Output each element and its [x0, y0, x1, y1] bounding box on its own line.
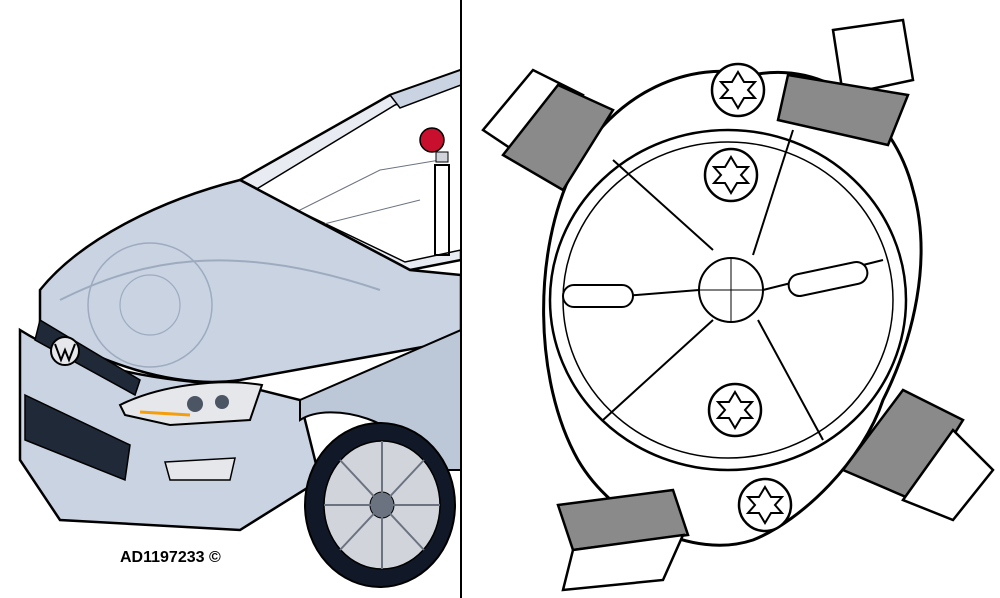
clip-tab-icon: [841, 388, 995, 522]
car-front-view: [18, 68, 461, 588]
windshield-sensor-marker: [419, 127, 450, 256]
torx-screw-icon: [703, 147, 759, 203]
clip-tab-icon: [776, 18, 915, 147]
car-illustration-panel: AD1197233 ©: [0, 0, 461, 598]
torx-screw-icon: [710, 62, 766, 118]
torx-screw-icon: [707, 382, 763, 438]
clip-tab-icon: [481, 68, 615, 192]
sensor-mount-bracket: [481, 18, 995, 592]
sensor-mount-panel: [463, 0, 1000, 598]
reference-code: AD1197233 ©: [120, 549, 221, 566]
torx-screw-icon: [737, 477, 793, 533]
wheel-icon: [304, 422, 456, 588]
vw-logo-icon: [50, 336, 80, 366]
clip-tab-icon: [556, 488, 690, 592]
panel-divider: [460, 0, 462, 598]
